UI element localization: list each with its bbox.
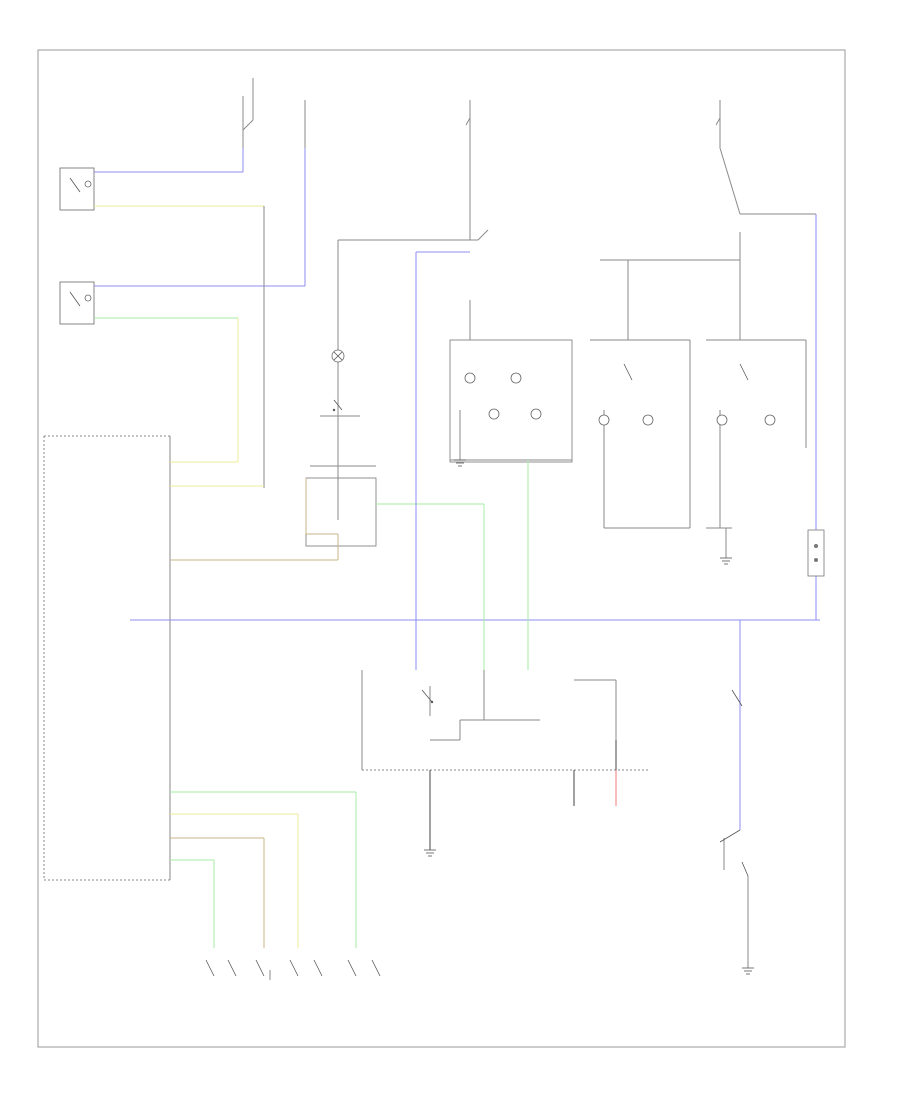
ground-icon xyxy=(454,459,466,467)
rear-lamp-box xyxy=(449,300,573,670)
switch-icon xyxy=(421,689,434,704)
switch-icon xyxy=(332,399,343,412)
lamp-icon xyxy=(598,414,610,426)
lamp-icon xyxy=(510,372,522,384)
left-lamp-assembly-1 xyxy=(59,167,264,211)
top-left-feed xyxy=(242,78,306,148)
ground-icon xyxy=(720,528,732,565)
control-unit-left xyxy=(43,435,171,881)
lamp-icon xyxy=(530,408,542,420)
door-switches xyxy=(205,959,381,980)
door-switch-wires xyxy=(170,791,357,948)
diagram-frame xyxy=(37,49,846,1048)
lamp-icon xyxy=(642,414,654,426)
fuse-icon xyxy=(465,100,471,148)
lamp-icon xyxy=(84,180,92,188)
ground-icon xyxy=(742,967,754,975)
right-lamp-box-2 xyxy=(706,232,807,529)
lamp-icon xyxy=(764,414,776,426)
lamp-icon xyxy=(488,408,500,420)
center-lamp-feed xyxy=(320,148,489,520)
fuse-icon xyxy=(715,100,721,148)
left-lamp-assembly-2 xyxy=(59,281,305,325)
switch-icon xyxy=(719,689,749,877)
relay-box xyxy=(305,465,485,670)
lamp-icon xyxy=(84,294,92,302)
connector-icon xyxy=(807,529,825,577)
ground-icon xyxy=(424,849,436,857)
right-lamp-box-1 xyxy=(590,259,740,529)
lamp-icon xyxy=(464,372,476,384)
control-unit-lower xyxy=(361,670,648,771)
lamp-icon xyxy=(716,414,728,426)
